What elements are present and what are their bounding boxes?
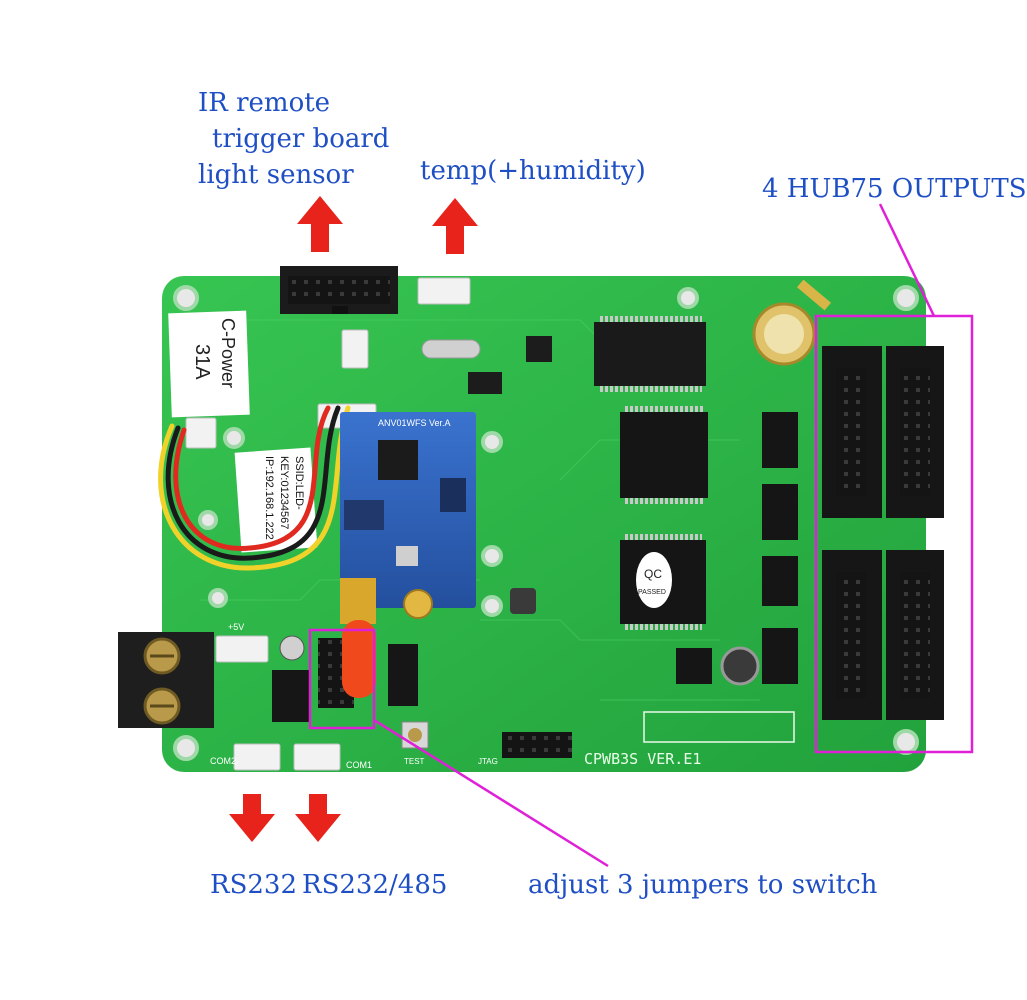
- sticker-brand: C-Power: [218, 318, 238, 388]
- qc-sub-label: PASSED: [638, 589, 666, 596]
- mounting-holes: [173, 285, 919, 761]
- com2-label: COM2: [210, 756, 236, 766]
- wifi-module: ANV01WFS Ver.A: [340, 412, 476, 608]
- buffer-chips: [676, 412, 798, 684]
- sticker-line2: KEY:01234567: [278, 456, 290, 529]
- temp-humidity-label: temp(+humidity): [420, 156, 646, 186]
- wifi-module-label: ANV01WFS Ver.A: [378, 418, 451, 428]
- small-chip: [526, 336, 552, 362]
- arrow-down-com1-icon: [295, 794, 341, 842]
- board-model-label: CPWB3S VER.E1: [584, 750, 701, 768]
- test-label: TEST: [404, 757, 425, 766]
- unpopulated-header: [643, 711, 795, 743]
- small-chip: [468, 372, 502, 394]
- arrow-up-temp-icon: [432, 198, 478, 254]
- highlight-overlays: [308, 203, 974, 868]
- coin-battery: [752, 279, 832, 366]
- hub75-connectors: [822, 346, 944, 720]
- power-terminal-block: [118, 632, 214, 728]
- main-chip-middle: [620, 406, 708, 504]
- ir-sensor-header: [280, 266, 398, 314]
- qc-label: QC: [644, 567, 662, 581]
- jumper-block: [272, 638, 418, 722]
- sticker-line3: IP:192.168.1.222: [263, 456, 275, 540]
- c-power-sticker: C-Power 31A: [168, 310, 250, 418]
- jtag-label: JTAG: [478, 757, 498, 766]
- controller-board-photo: C-Power 31A SSID:LED- KEY:01234567 IP:19…: [118, 196, 974, 868]
- jtag-header: JTAG: [478, 732, 572, 766]
- crystal: [421, 339, 481, 359]
- arrow-down-com2-icon: [229, 794, 275, 842]
- trigger-board-label: trigger board: [212, 124, 390, 154]
- light-sensor-label: light sensor: [198, 160, 354, 190]
- com1-label: COM1: [346, 760, 372, 770]
- test-button: TEST: [401, 721, 429, 766]
- sensor-wires: [158, 405, 351, 571]
- antenna-connector: [340, 578, 433, 624]
- sticker-line1: SSID:LED-: [293, 456, 305, 510]
- main-chip-qc: QC PASSED: [620, 534, 706, 630]
- power-label: +5V: [228, 622, 244, 632]
- capacitor: [279, 635, 305, 661]
- antenna-boot: [342, 620, 376, 698]
- rs232-485-label: RS232/485: [302, 870, 448, 900]
- hub75-outputs-label: 4 HUB75 OUTPUTS: [762, 174, 1027, 204]
- main-chip-top: [594, 316, 706, 392]
- jumpers-label: adjust 3 jumpers to switch: [528, 870, 878, 900]
- ir-remote-label: IR remote: [198, 88, 331, 118]
- arrow-up-ir-icon: [297, 196, 343, 252]
- capacitor: [720, 646, 760, 686]
- sticker-code: 31A: [191, 344, 213, 380]
- rs232-label: RS232: [210, 870, 298, 900]
- inductor: [510, 588, 536, 614]
